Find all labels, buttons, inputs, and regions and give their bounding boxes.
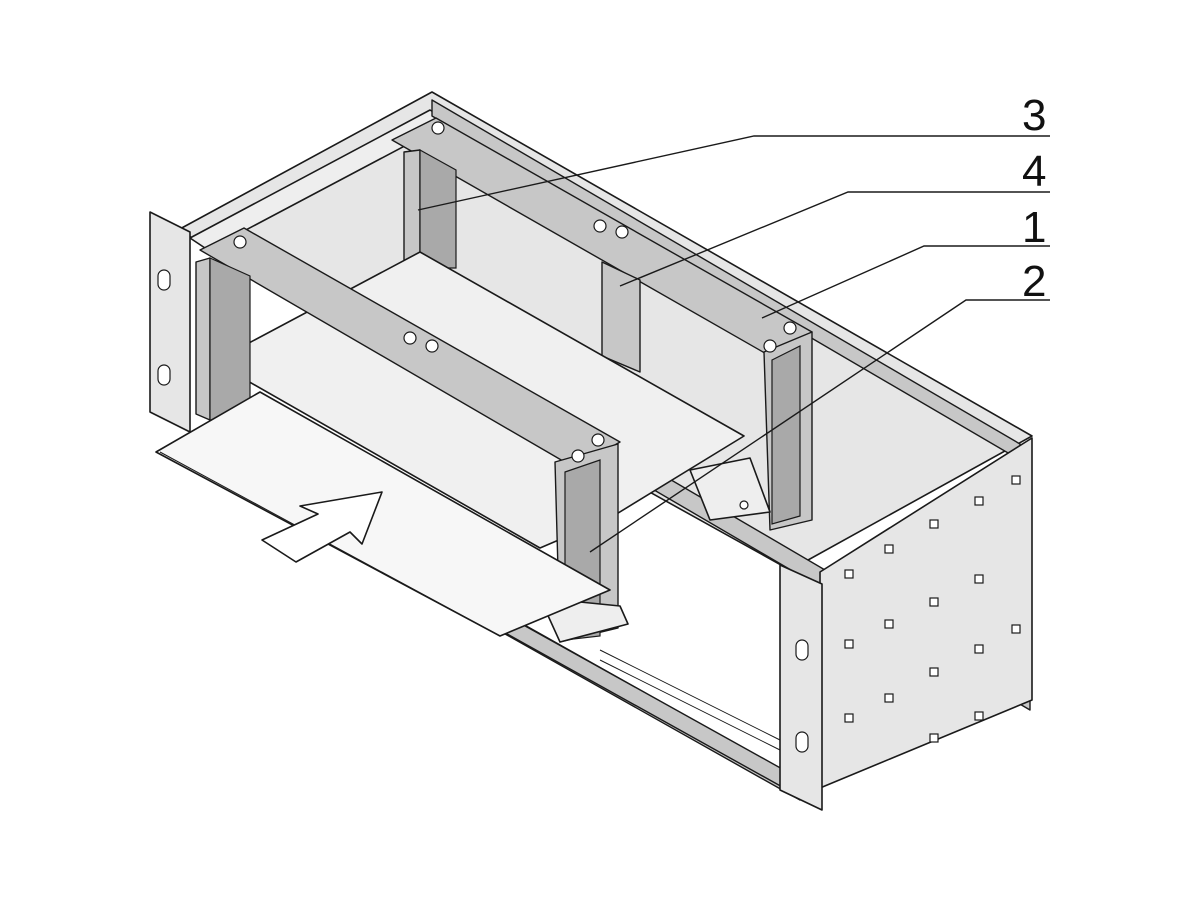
mount-hole — [157, 364, 171, 386]
bottom-front-rail — [499, 611, 821, 809]
leader-2 — [589, 299, 1050, 553]
rear-card-guide-frame — [391, 117, 813, 531]
callout-3: 3 — [1022, 91, 1046, 140]
callout-leaders — [417, 135, 1050, 553]
right-side-panel — [779, 437, 1033, 811]
leader-1 — [761, 245, 1050, 319]
callout-labels: 3 4 1 2 — [1022, 91, 1046, 306]
leader-4 — [619, 191, 1050, 287]
side-panel-perforations — [844, 475, 1021, 743]
leader-3 — [417, 135, 1050, 211]
mount-hole — [795, 731, 809, 753]
callout-2: 2 — [1022, 257, 1046, 306]
callout-1: 1 — [1022, 203, 1046, 252]
insertion-arrow — [261, 491, 383, 563]
mount-hole — [795, 639, 809, 661]
rear-floor-bracket — [689, 457, 771, 521]
left-front-flange — [149, 211, 191, 433]
callout-4: 4 — [1022, 147, 1046, 196]
mount-hole — [157, 269, 171, 291]
